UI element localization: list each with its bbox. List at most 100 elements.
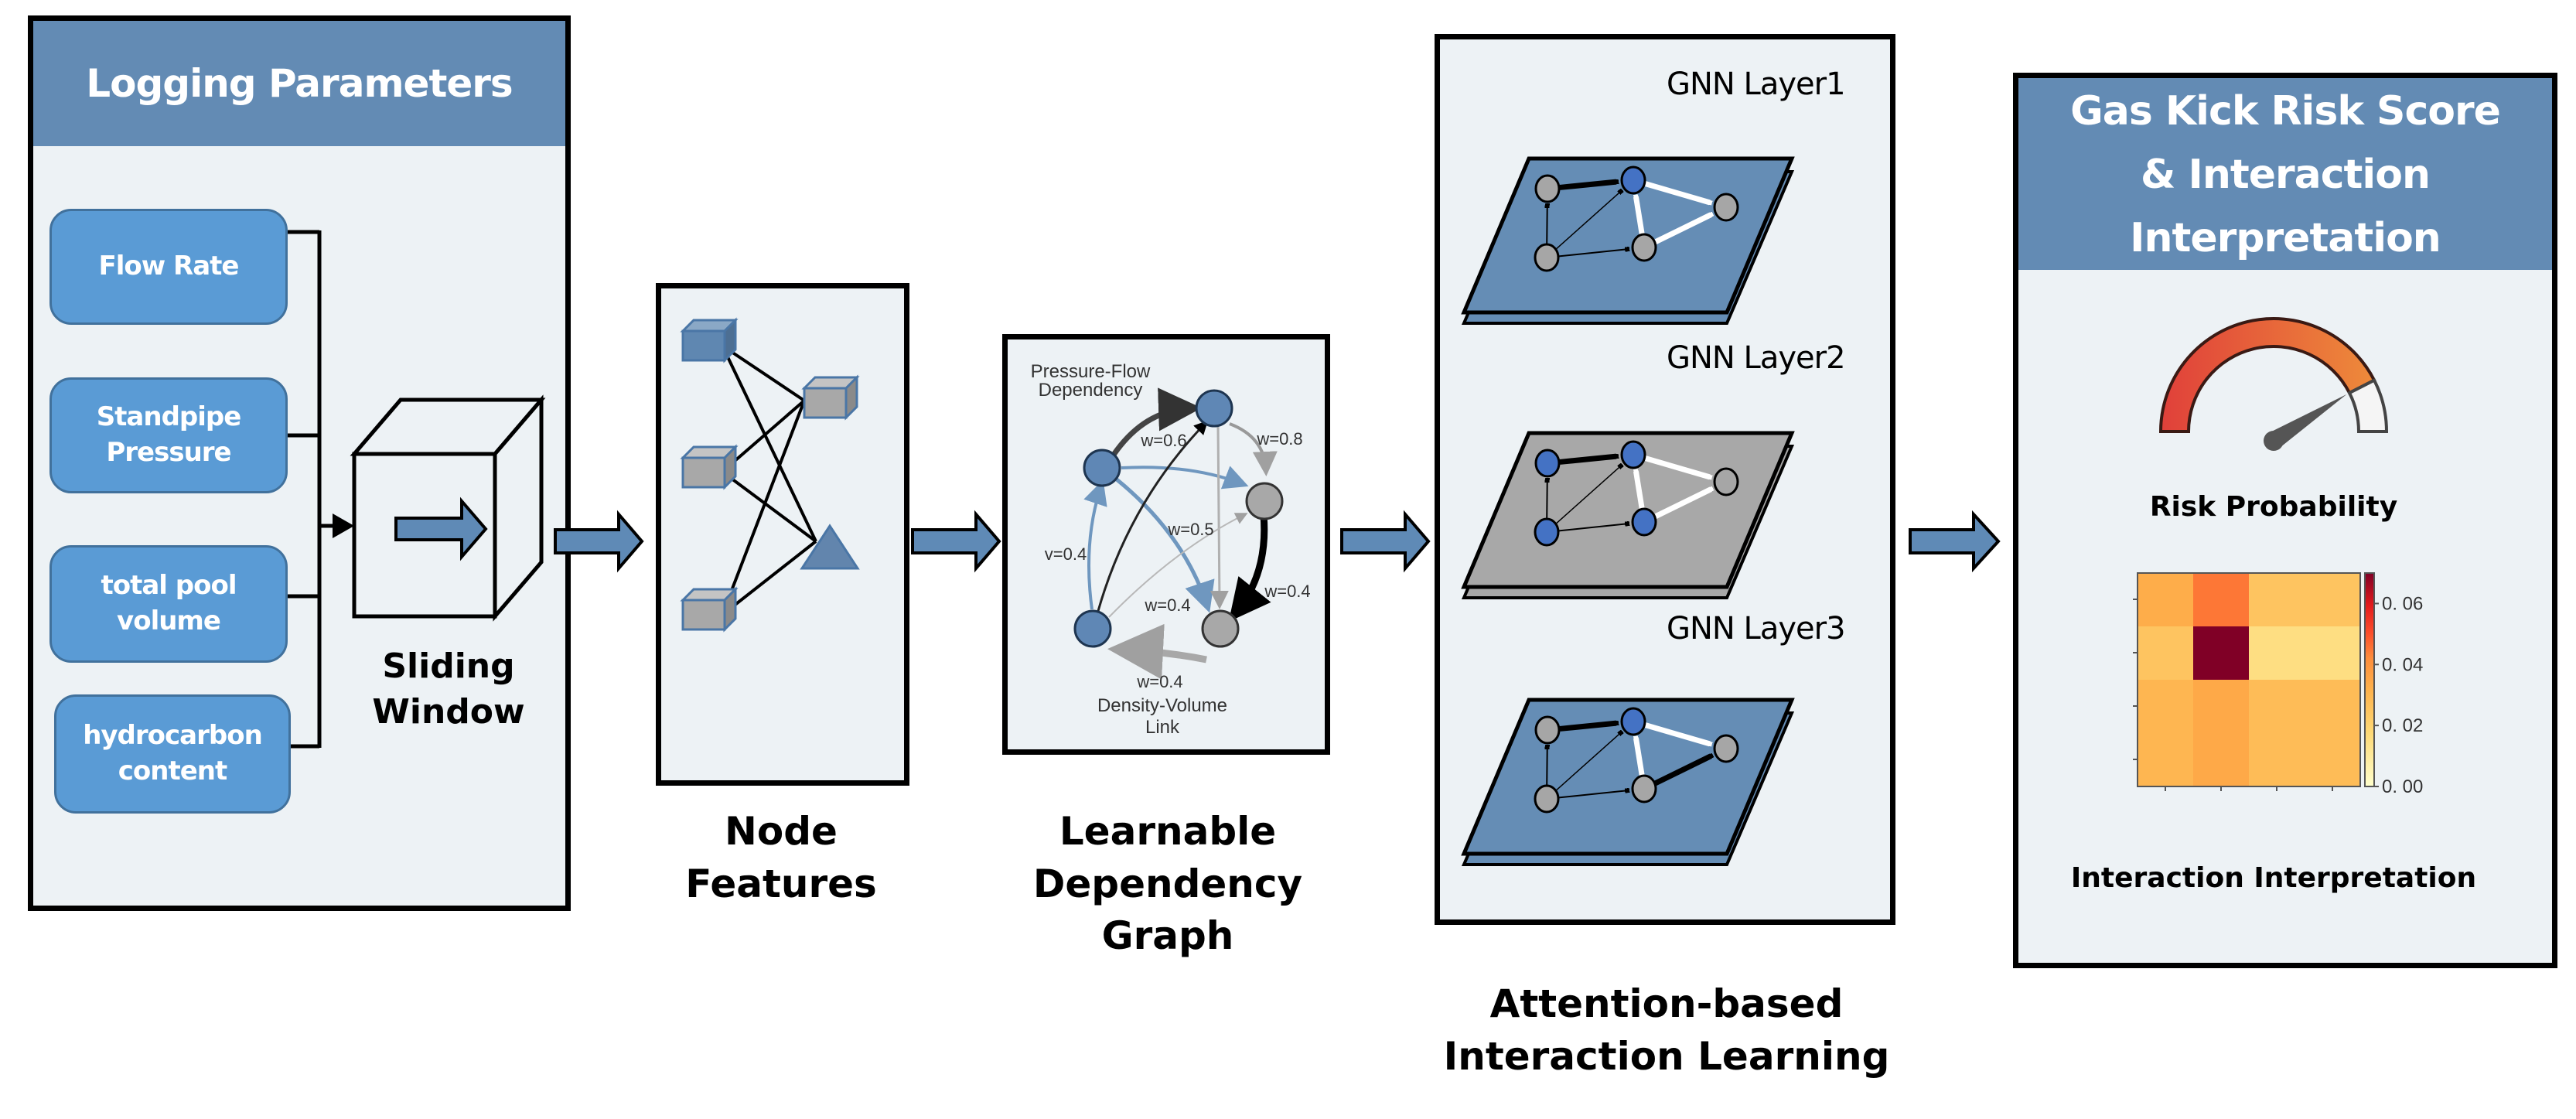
attention-edge	[1555, 192, 1621, 250]
gnn-label: Attention-based Interaction Learning	[1443, 981, 1890, 1079]
heatmap-frame	[2137, 572, 2361, 787]
flow-arrow-3	[1340, 510, 1431, 573]
edge-w06	[1121, 466, 1249, 490]
heatmap-cell	[2138, 626, 2193, 680]
flow-arrow-2	[911, 510, 1001, 573]
edge-weight-label: w=0.5	[1167, 520, 1213, 539]
gnn-node-active	[1620, 707, 1646, 736]
attention-edge	[1644, 722, 1710, 743]
gnn-node-active	[1620, 440, 1646, 469]
gnn-node	[1713, 193, 1739, 222]
edge-w04-right	[1228, 514, 1271, 623]
param-total-pool-volume: total pool volume	[49, 545, 288, 663]
edge-w08	[1229, 422, 1278, 476]
param-flow-rate: Flow Rate	[49, 209, 288, 325]
edge-gray-diag	[1108, 513, 1248, 618]
attention-edge	[1653, 490, 1711, 520]
feature-cube-gray-icon	[801, 374, 860, 421]
edge-gray-vertical	[1210, 425, 1229, 609]
edge-density-volume	[1107, 623, 1207, 680]
output-panel: Gas Kick Risk Score & Interaction Interp…	[2013, 73, 2557, 968]
node-features-label: Node Features	[685, 809, 877, 906]
edge-pressure-flow	[1111, 387, 1202, 456]
heatmap-cell	[2193, 733, 2249, 786]
output-header: Gas Kick Risk Score & Interaction Interp…	[2018, 78, 2552, 270]
edge-weight-label: w=0.4	[1136, 672, 1182, 691]
gnn-node-active	[1534, 449, 1561, 478]
graph-node-gray	[1245, 482, 1284, 520]
attention-edge	[1559, 179, 1616, 190]
heatmap-cell	[2138, 733, 2193, 786]
gnn-node	[1534, 243, 1560, 272]
attention-edge	[1653, 756, 1711, 786]
heatmap-cell	[2138, 680, 2193, 733]
heatmap-cell	[2249, 626, 2305, 680]
feature-cube-gray-icon	[680, 444, 739, 490]
flow-arrow-1	[554, 510, 644, 573]
heatmap-cell	[2305, 680, 2360, 733]
param-hydrocarbon-content: hydrocarbon content	[54, 694, 291, 814]
graph-annotation-bottom-1: Density-Volume	[1097, 695, 1227, 716]
edge-weight-label: v=0.4	[1045, 544, 1087, 564]
gauge-needle-hub	[2264, 431, 2284, 451]
attention-edge	[1653, 215, 1711, 245]
gnn-layer1-title: GNN Layer1	[1667, 67, 1846, 102]
gnn-node	[1534, 715, 1561, 745]
feature-triangle-icon	[800, 524, 860, 570]
sliding-window-label: Sliding Window	[372, 646, 525, 732]
gauge-empty-arc	[2347, 378, 2389, 433]
gnn-node	[1631, 774, 1657, 803]
gnn-layer2-title: GNN Layer2	[1667, 340, 1846, 376]
gnn-node	[1713, 467, 1739, 496]
graph-annotation-top-1: Pressure-Flow	[1031, 361, 1151, 382]
edge-black-diag	[1097, 420, 1209, 612]
interaction-interpretation-label: Interaction Interpretation	[2070, 862, 2477, 894]
edge-weight-label: w=0.6	[1140, 431, 1186, 450]
colorbar-tick-label: 0. 00	[2382, 776, 2423, 797]
attention-edge	[1558, 524, 1627, 532]
attention-edge	[1633, 739, 1645, 777]
graph-node-blue	[1083, 449, 1121, 487]
graph-annotation-top-2: Dependency	[1039, 380, 1143, 401]
edge-w04-left	[1083, 479, 1107, 610]
connector-arrowhead	[333, 513, 354, 538]
gnn-node-active	[1631, 507, 1657, 537]
dependency-graph-label: Learnable Dependency Graph	[1032, 809, 1303, 958]
attention-edge	[1633, 472, 1645, 510]
graph-node-blue	[1195, 389, 1233, 428]
heatmap-cell	[2249, 733, 2305, 786]
gnn-layer-1	[1461, 156, 1795, 325]
gnn-node-active	[1620, 165, 1646, 195]
edge-blue-diag	[1115, 478, 1215, 613]
gnn-layer-3	[1461, 698, 1795, 866]
gnn-node	[1713, 734, 1739, 763]
graph-node-gray	[1201, 609, 1240, 648]
colorbar-tick-label: 0. 02	[2382, 715, 2423, 736]
heatmap-cell	[2249, 680, 2305, 733]
colorbar	[2364, 572, 2375, 787]
edge-weight-label: w=0.8	[1256, 429, 1302, 449]
node-features-panel	[656, 283, 909, 786]
graph-annotation-bottom-2: Link	[1145, 717, 1180, 738]
attention-edge	[1644, 455, 1710, 476]
gnn-layer-2	[1461, 431, 1795, 599]
sliding-window-arrow-icon	[394, 496, 488, 561]
attention-edge	[1559, 453, 1616, 465]
attention-edge	[1644, 181, 1710, 202]
flow-arrow-4	[1909, 510, 2001, 573]
gnn-node	[1534, 174, 1561, 203]
param-standpipe-pressure: Standpipe Pressure	[49, 377, 288, 493]
heatmap-cell	[2193, 680, 2249, 733]
heatmap-cell	[2249, 573, 2305, 626]
colorbar-tick-label: 0. 04	[2382, 654, 2423, 675]
graph-node-blue	[1073, 609, 1112, 648]
heatmap-cell	[2138, 573, 2193, 626]
heatmap-cell	[2305, 573, 2360, 626]
feature-cube-gray-icon	[680, 586, 739, 633]
risk-probability-label: Risk Probability	[2149, 491, 2398, 523]
attention-edge	[1558, 790, 1627, 799]
